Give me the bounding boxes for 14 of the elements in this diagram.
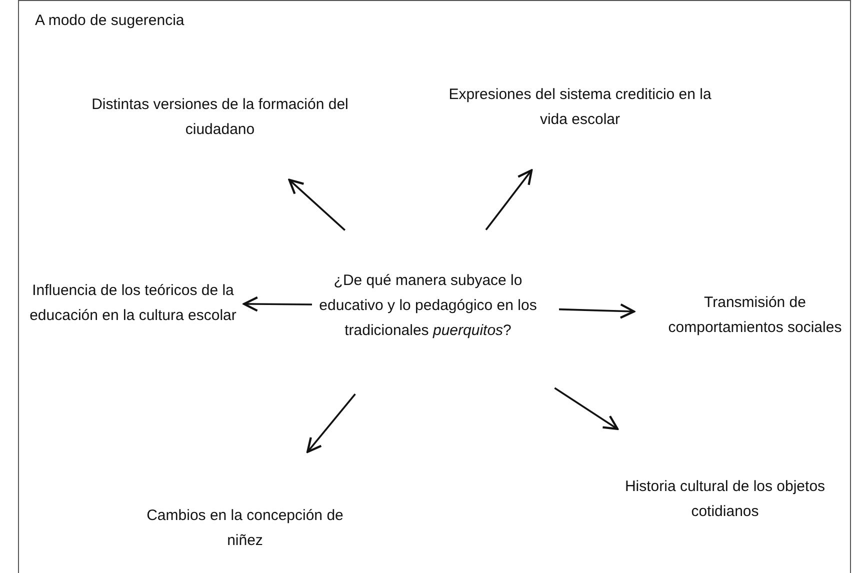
concept-text: Transmisión de comportamientos sociales bbox=[655, 290, 855, 340]
concept-text: ¿De qué manera subyace lo educativo y lo pedagógico en los tradicionales puerquitos? bbox=[318, 268, 538, 343]
arrow bbox=[242, 296, 312, 312]
concept-text: Historia cultural de los objetos cotidianos bbox=[610, 474, 840, 524]
arrow bbox=[558, 303, 636, 319]
heading-note: A modo de sugerencia bbox=[35, 12, 184, 29]
concept-text: Cambios en la concepción de niñez bbox=[140, 503, 350, 553]
concept-text: Distintas versiones de la formación del ciudadano bbox=[90, 92, 350, 142]
arrow bbox=[306, 393, 356, 454]
concept-text: Expresiones del sistema crediticio en la vida escolar bbox=[445, 82, 715, 132]
arrow bbox=[554, 387, 619, 430]
arrow bbox=[288, 178, 346, 231]
concept-text: Influencia de los teóricos de la educación en la cultura escolar bbox=[28, 278, 238, 328]
arrow bbox=[485, 169, 533, 230]
